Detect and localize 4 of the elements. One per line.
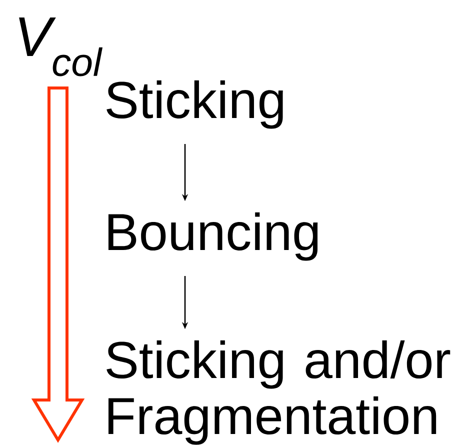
stage-label: Bouncing: [108, 212, 318, 261]
axis-label: V$_{col}$: [19, 17, 103, 76]
stage-label: Sticking: [106, 80, 283, 129]
stage-label: Sticking and/or Fragmentation: [106, 340, 450, 445]
